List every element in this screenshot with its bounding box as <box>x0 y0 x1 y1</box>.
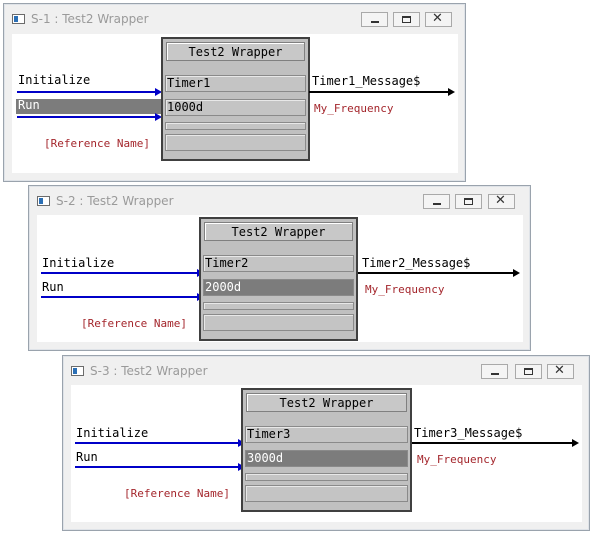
output-arrow-icon <box>448 88 455 96</box>
maximize-icon <box>402 16 411 23</box>
input-label-initialize[interactable]: Initialize <box>42 256 115 270</box>
minimize-icon <box>371 21 379 23</box>
close-button[interactable]: ✕ <box>547 363 574 379</box>
field-timer-name[interactable]: Timer1 <box>165 75 306 92</box>
maximize-icon <box>464 198 473 205</box>
logic-canvas[interactable]: Initialize Run [Reference Name] Test2 Wr… <box>12 34 458 173</box>
window-icon <box>37 196 50 206</box>
input-wire-initialize[interactable] <box>17 91 157 93</box>
window-title: S-3 : Test2 Wrapper <box>90 364 208 378</box>
input-label-initialize[interactable]: Initialize <box>18 73 91 87</box>
input-label-run[interactable]: Run <box>18 98 40 112</box>
title-bar[interactable]: S-1 : Test2 Wrapper ✕ <box>4 4 465 32</box>
field-empty-1[interactable] <box>245 473 408 481</box>
output-arrow-icon <box>572 439 579 447</box>
minimize-icon <box>433 203 441 205</box>
field-timer-name[interactable]: Timer2 <box>203 255 354 272</box>
close-icon: ✕ <box>432 11 443 26</box>
input-label-initialize[interactable]: Initialize <box>76 426 149 440</box>
maximize-button[interactable] <box>515 364 542 379</box>
output-wire[interactable] <box>309 91 448 93</box>
window-title: S-1 : Test2 Wrapper <box>31 12 149 26</box>
field-empty-1[interactable] <box>203 302 354 310</box>
output-label-frequency[interactable]: My_Frequency <box>365 283 445 296</box>
input-wire-initialize[interactable] <box>75 442 239 444</box>
minimize-button[interactable] <box>423 194 450 209</box>
logic-canvas[interactable]: Initialize Run [Reference Name] Test2 Wr… <box>71 385 582 522</box>
symbol-block[interactable]: Test2 Wrapper Timer3 3000d <box>241 388 412 512</box>
window-icon <box>12 14 25 24</box>
window-s3[interactable]: S-3 : Test2 Wrapper ✕ Initialize Run [Re… <box>62 355 590 531</box>
field-empty-2[interactable] <box>245 485 408 502</box>
field-empty-2[interactable] <box>203 314 354 331</box>
window-s1[interactable]: S-1 : Test2 Wrapper ✕ Initialize Run [Re… <box>3 3 466 182</box>
input-wire-run[interactable] <box>41 296 198 298</box>
close-icon: ✕ <box>495 193 506 208</box>
output-label-message[interactable]: Timer2_Message$ <box>362 256 471 270</box>
symbol-title: Test2 Wrapper <box>166 42 305 61</box>
minimize-button[interactable] <box>361 12 388 27</box>
maximize-button[interactable] <box>393 12 420 27</box>
window-title: S-2 : Test2 Wrapper <box>56 194 174 208</box>
input-label-run[interactable]: Run <box>76 450 98 464</box>
reference-name[interactable]: [Reference Name] <box>124 487 230 500</box>
symbol-block[interactable]: Test2 Wrapper Timer1 1000d <box>161 37 310 161</box>
field-timer-name[interactable]: Timer3 <box>245 426 408 443</box>
reference-name[interactable]: [Reference Name] <box>44 137 150 150</box>
output-wire[interactable] <box>358 272 514 274</box>
field-empty-1[interactable] <box>165 122 306 130</box>
field-empty-2[interactable] <box>165 134 306 151</box>
output-label-message[interactable]: Timer3_Message$ <box>414 426 523 440</box>
window-s2[interactable]: S-2 : Test2 Wrapper ✕ Initialize Run [Re… <box>28 185 531 351</box>
input-label-run[interactable]: Run <box>42 280 64 294</box>
input-wire-initialize[interactable] <box>41 272 198 274</box>
title-bar[interactable]: S-2 : Test2 Wrapper ✕ <box>29 186 530 214</box>
reference-name[interactable]: [Reference Name] <box>81 317 187 330</box>
field-interval[interactable]: 3000d <box>245 450 408 467</box>
input-wire-run[interactable] <box>75 466 239 468</box>
run-highlight <box>16 99 164 114</box>
output-arrow-icon <box>513 269 520 277</box>
input-wire-run[interactable] <box>17 116 157 118</box>
output-wire[interactable] <box>412 442 572 444</box>
minimize-button[interactable] <box>481 364 508 379</box>
input-arrow-icon <box>155 88 162 96</box>
symbol-title: Test2 Wrapper <box>204 222 353 241</box>
minimize-icon <box>491 373 499 375</box>
window-icon <box>71 366 84 376</box>
output-label-frequency[interactable]: My_Frequency <box>417 453 497 466</box>
field-interval[interactable]: 1000d <box>165 99 306 116</box>
maximize-icon <box>524 368 533 375</box>
output-label-frequency[interactable]: My_Frequency <box>314 102 394 115</box>
close-button[interactable]: ✕ <box>425 11 452 27</box>
field-interval[interactable]: 2000d <box>203 279 354 296</box>
maximize-button[interactable] <box>455 194 482 209</box>
input-arrow-icon <box>155 113 162 121</box>
title-bar[interactable]: S-3 : Test2 Wrapper ✕ <box>63 356 589 384</box>
logic-canvas[interactable]: Initialize Run [Reference Name] Test2 Wr… <box>37 215 523 342</box>
output-label-message[interactable]: Timer1_Message$ <box>312 74 421 88</box>
symbol-title: Test2 Wrapper <box>246 393 407 412</box>
close-icon: ✕ <box>554 363 565 378</box>
symbol-block[interactable]: Test2 Wrapper Timer2 2000d <box>199 217 358 341</box>
close-button[interactable]: ✕ <box>488 193 515 209</box>
